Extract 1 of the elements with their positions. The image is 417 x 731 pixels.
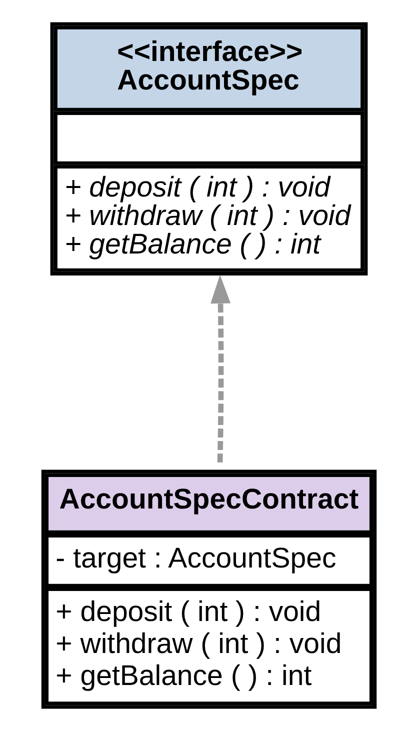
arrow: [210, 274, 230, 462]
